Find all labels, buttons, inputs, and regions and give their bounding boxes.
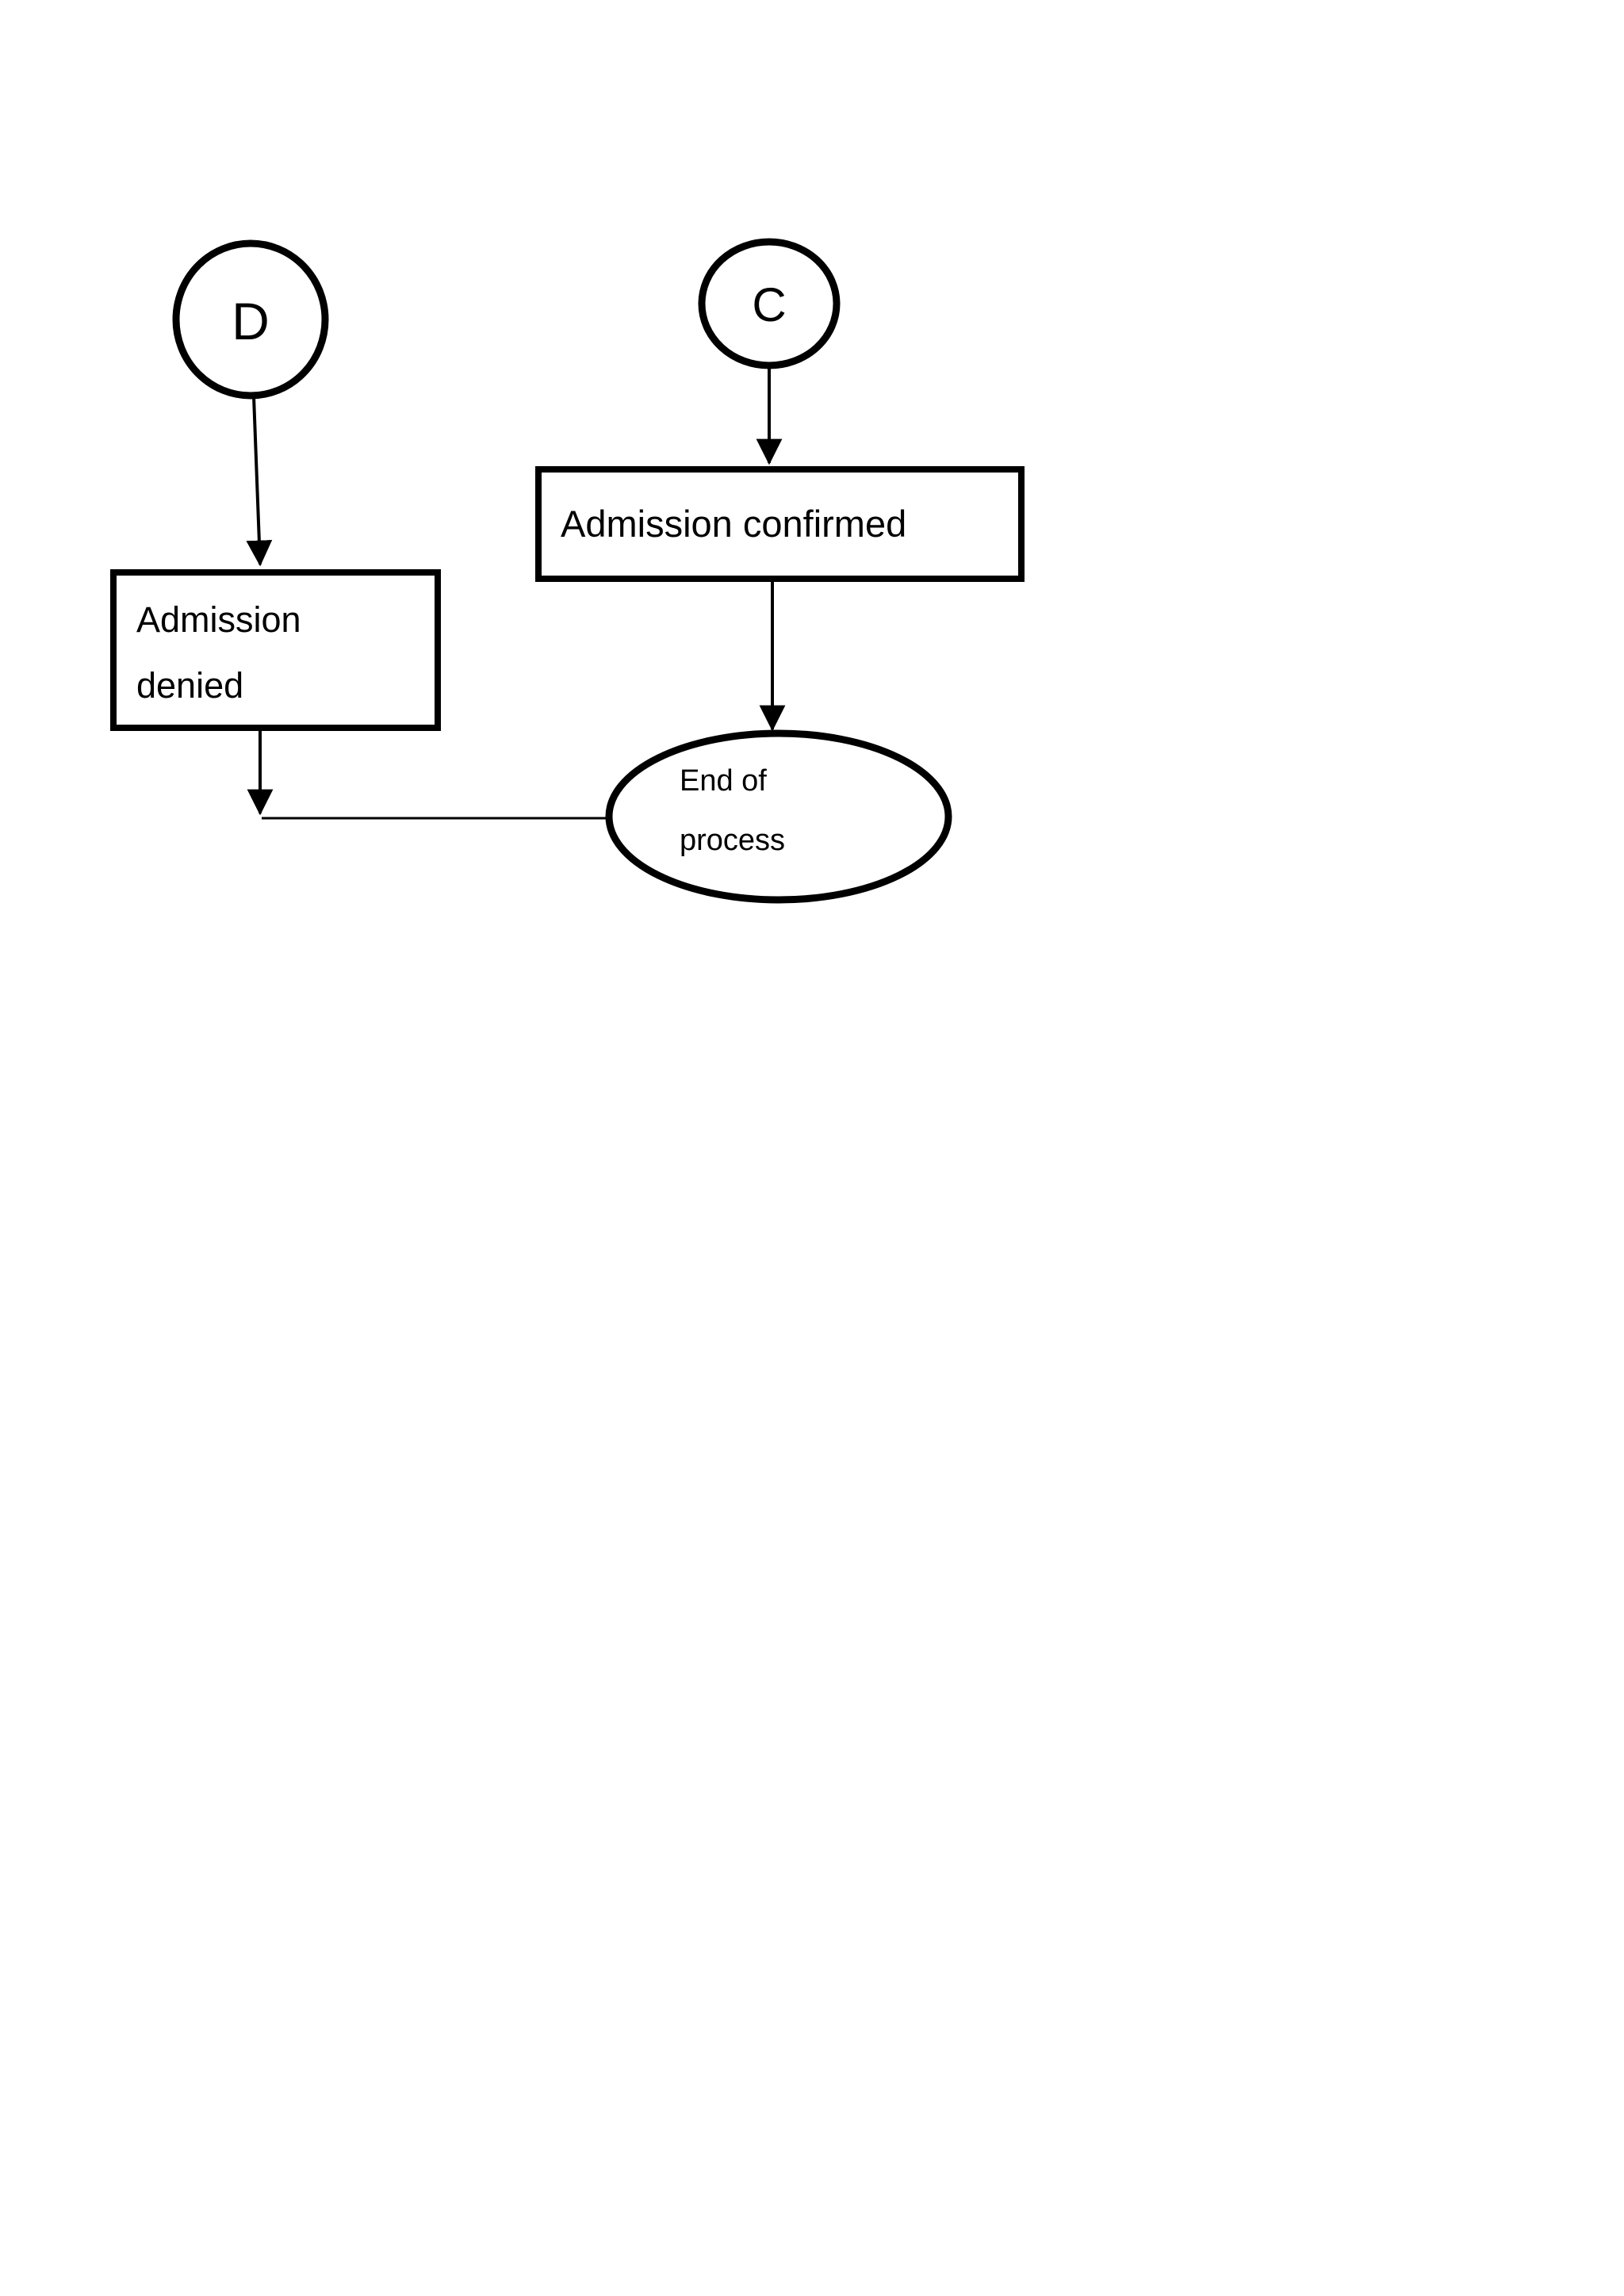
connector-line-d-denied <box>246 396 273 567</box>
ellipse-shape[interactable] <box>605 729 952 904</box>
node-label-end-of-process-line1: End of <box>680 764 767 798</box>
node-end-of-process[interactable]: End of process <box>605 729 952 904</box>
circle-shape[interactable] <box>698 238 841 369</box>
node-admission-confirmed[interactable]: Admission confirmed <box>535 466 1025 582</box>
node-label-admission-confirmed: Admission confirmed <box>561 503 906 545</box>
circle-shape[interactable] <box>172 239 329 400</box>
edge-d-to-admission-denied <box>246 396 273 567</box>
node-label-end-of-process-line2: process <box>680 824 785 857</box>
node-label-connector-d: D <box>232 292 270 350</box>
node-connector-c[interactable]: C <box>698 238 841 369</box>
edge-admission-denied-to-end-of-process <box>247 728 609 820</box>
node-label-admission-denied-line1: Admission <box>136 599 301 640</box>
rectangle-shape[interactable] <box>110 569 441 731</box>
node-label-connector-c: C <box>752 278 786 331</box>
node-connector-d[interactable]: D <box>172 239 329 400</box>
node-label-admission-denied-line2: denied <box>136 665 243 706</box>
rectangle-shape[interactable] <box>535 466 1025 582</box>
node-admission-denied[interactable]: Admission denied <box>110 569 441 731</box>
